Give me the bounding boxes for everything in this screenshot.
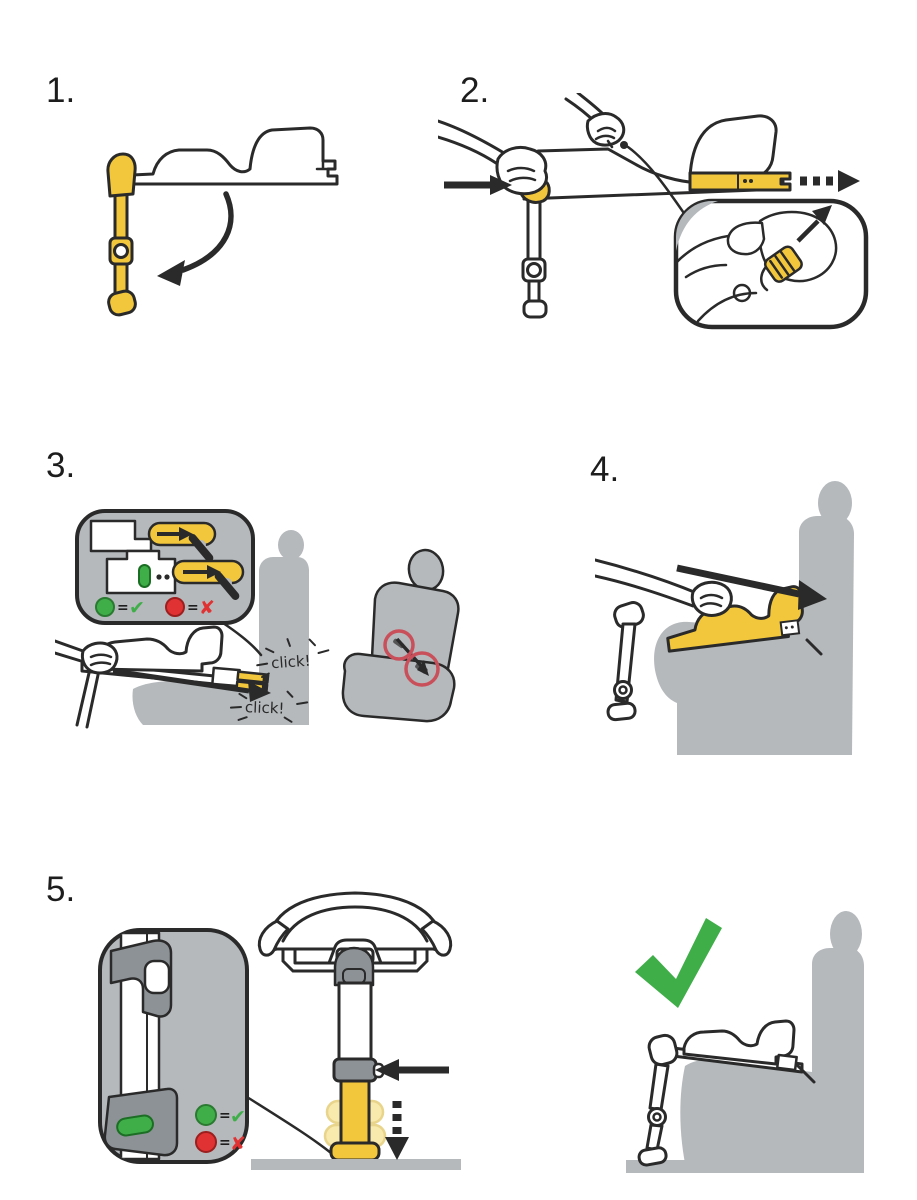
step-1-figure: [95, 120, 345, 330]
equals-sign: =: [219, 1108, 231, 1124]
anchor-bar: [214, 572, 240, 600]
inset-leader-line: [245, 1095, 333, 1155]
installed-base: [647, 1019, 816, 1084]
leg-foot: [329, 1141, 381, 1162]
pull-arrow-icon: [796, 205, 832, 243]
base-side-view: [109, 126, 339, 186]
step-2-number: 2.: [460, 71, 490, 110]
equals-sign: =: [117, 600, 129, 616]
step-4-number: 4.: [590, 450, 620, 489]
support-leg-extended: [521, 197, 548, 319]
equals-sign: =: [219, 1135, 231, 1151]
click-label-2: click!: [229, 690, 309, 723]
upper-tube: [337, 981, 373, 1061]
leg-indicator-inset: = ✔ = ✘: [98, 928, 249, 1164]
push-arrow-icon: [112, 668, 271, 702]
step-1-illustration: [106, 126, 339, 317]
cross-icon: ✘: [230, 1133, 246, 1155]
press-arrow-icon: [375, 1059, 449, 1081]
step-3-number: 3.: [46, 446, 76, 485]
result-illustration: [626, 911, 864, 1173]
connector-top: [89, 519, 217, 562]
step-5-figure: = ✔ = ✘: [55, 885, 475, 1197]
cross-icon: ✘: [199, 597, 215, 619]
click-text-1: click!: [270, 652, 311, 673]
leg-top-bracket: [109, 939, 173, 1018]
step-2-figure: [438, 93, 903, 363]
leg-top-bracket: [647, 1033, 679, 1067]
yellow-strap-tab: [763, 245, 803, 283]
check-icon: ✔: [129, 597, 145, 619]
result-figure: [590, 898, 917, 1198]
green-indicator: [116, 1114, 154, 1137]
indicator-window: [779, 619, 801, 637]
step-3-figure: click! click!: [55, 493, 565, 765]
click-label-1: click!: [256, 638, 330, 678]
push-arrow-icon: [444, 175, 512, 195]
hands-pushing: [595, 558, 733, 617]
step-4-illustration: [595, 481, 854, 755]
inset-leader-line: [221, 621, 263, 657]
seat-anchor-points: [341, 548, 460, 723]
adjuster-button: [332, 1057, 378, 1083]
anchor-circle-2: [404, 651, 440, 687]
step-3-illustration: click! click!: [55, 509, 460, 729]
release-strap-inset: [673, 198, 869, 330]
red-dot: [195, 1131, 217, 1153]
green-checkmark-icon: [635, 918, 722, 1008]
push-arrow-icon: [676, 564, 827, 610]
connector-bottom: [105, 549, 245, 600]
connector-indicator-inset: = ✔ = ✘: [75, 509, 263, 657]
lower-tube: [339, 1079, 371, 1145]
hand-pressing-button: [564, 93, 628, 149]
vehicle-seat-silhouette: [654, 481, 854, 755]
green-dot: [95, 597, 115, 617]
support-leg: [637, 1062, 670, 1167]
fold-down-arrow-icon: [157, 191, 234, 286]
step-1-number: 1.: [46, 71, 76, 110]
connector-housing: [775, 1053, 798, 1072]
step-5-illustration: = ✔ = ✘: [98, 891, 461, 1170]
step-2-illustration: [438, 93, 869, 330]
indicator-legend: = ✔ = ✘: [95, 597, 215, 619]
green-indicator: [138, 564, 151, 588]
anchor-line: [796, 1064, 816, 1084]
isofix-arm: [688, 171, 792, 192]
telescopic-leg: [323, 946, 387, 1162]
click-text-2: click!: [245, 698, 285, 717]
hand-on-release: [438, 119, 549, 196]
step-4-figure: [595, 468, 915, 765]
vehicle-seat-silhouette: [680, 911, 864, 1173]
equals-sign: =: [187, 600, 199, 616]
connector-housing: [211, 666, 241, 688]
step-5-number: 5.: [46, 870, 76, 909]
green-dot: [195, 1104, 217, 1126]
extend-arrow-icon: [800, 170, 860, 192]
indicator-legend: = ✔ = ✘: [195, 1104, 246, 1155]
support-leg-folded: [106, 152, 137, 317]
support-leg: [606, 601, 645, 722]
red-dot: [165, 597, 185, 617]
release-button: [620, 141, 628, 149]
anchor-circle-1: [383, 629, 415, 661]
release-strap-line: [626, 145, 690, 221]
seat-edge-shade: [676, 201, 768, 263]
anchor-bar: [188, 534, 214, 562]
floor: [251, 1159, 461, 1170]
lower-arrow-icon: [385, 1101, 409, 1160]
check-icon: ✔: [230, 1106, 246, 1128]
anchor-line: [805, 638, 823, 656]
base-side-view: [80, 625, 247, 689]
hand-pushing-base: [55, 639, 119, 729]
